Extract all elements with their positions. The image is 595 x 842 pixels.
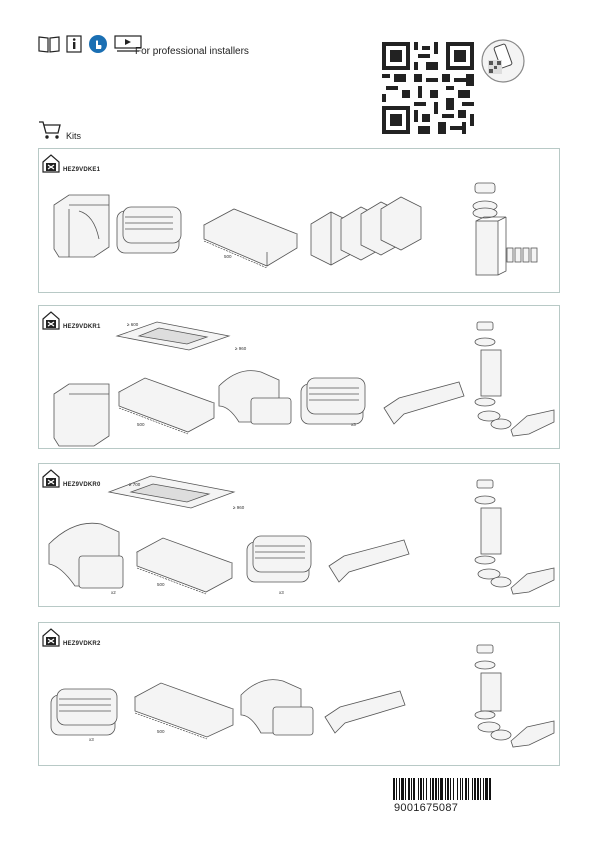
barcode-bar [420,778,422,800]
kit-illustration: ≥ 700 ≥ 960 x2 500 x3 [48,475,555,595]
barcode-number: 9001675087 [394,802,459,814]
kit-panel-1: HEZ9VDKE1 500 [38,148,560,293]
house-fan-icon [42,311,60,330]
dimension-length: 500 [224,254,232,259]
kits-heading: Kits [66,131,82,141]
dimension-length: 500 [137,422,145,427]
kit-illustration: 500 [53,182,538,276]
barcode-bar [483,778,484,800]
header-tagline: For professional installers [135,46,249,57]
cart-icon [39,121,61,139]
kit-illustration: ≥ 600 ≥ 960 500 x3 [53,321,555,447]
kit-code: HEZ9VDKR1 [63,324,101,330]
barcode-bar [489,778,491,800]
dimension-height: ≥ 960 [235,346,247,351]
barcode-bar [485,778,488,800]
house-fan-icon [42,469,60,488]
kit-code: HEZ9VDKE1 [63,167,101,173]
kit-illustration: x3 500 [50,644,555,748]
barcode-bar [450,778,451,800]
barcode-bar [474,778,476,800]
barcode-bar [426,778,427,800]
quantity-label: x3 [351,422,356,427]
barcode-bar [432,778,434,800]
barcode-bar [401,778,404,800]
barcode-bar [457,778,458,800]
header-icons [38,34,142,54]
quantity-label: x2 [111,590,116,595]
barcode-bar [411,778,412,800]
barcode-bar [462,778,463,800]
barcode-bar [445,778,446,800]
barcode [393,778,491,800]
kit-panel-4: HEZ9VDKR2 x3 500 [38,622,560,766]
barcode-bar [472,778,473,800]
barcode-bar [480,778,481,800]
barcode-bar [465,778,467,800]
dimension-height: ≥ 960 [233,505,245,510]
kit-panel-3: HEZ9VDKR0 ≥ 700 ≥ 960 x2 500 x3 [38,463,560,607]
barcode-bar [423,778,424,800]
barcode-bar [453,778,454,800]
dimension-length: 500 [157,729,165,734]
barcode-bar [435,778,437,800]
dimension-width: ≥ 700 [129,482,141,487]
barcode-bar [438,778,439,800]
barcode-bar [418,778,419,800]
barcode-bar [447,778,449,800]
barcode-bar [399,778,400,800]
quantity-label: x3 [89,737,94,742]
phone-scan-icon [481,39,525,83]
house-fan-icon [42,628,60,647]
barcode-bar [393,778,395,800]
manual-book-icon [38,36,60,53]
barcode-bar [396,778,397,800]
qr-code[interactable] [382,42,474,134]
barcode-bar [440,778,443,800]
kit-code: HEZ9VDKR0 [63,482,101,488]
info-icon [66,35,82,53]
barcode-bar [413,778,415,800]
kit-panel-2: HEZ9VDKR1 ≥ 600 ≥ 960 500 x3 [38,305,560,449]
hand-touch-icon [89,35,107,53]
barcode-bar [405,778,406,800]
kit-code: HEZ9VDKR2 [63,641,101,647]
video-play-icon [114,35,142,52]
house-fan-icon [42,154,60,173]
barcode-bar [468,778,469,800]
barcode-bar [430,778,431,800]
quantity-label: x3 [279,590,284,595]
barcode-bar [477,778,479,800]
dimension-width: ≥ 600 [127,322,139,327]
dimension-length: 500 [157,582,165,587]
barcode-bar [460,778,461,800]
barcode-bar [408,778,410,800]
